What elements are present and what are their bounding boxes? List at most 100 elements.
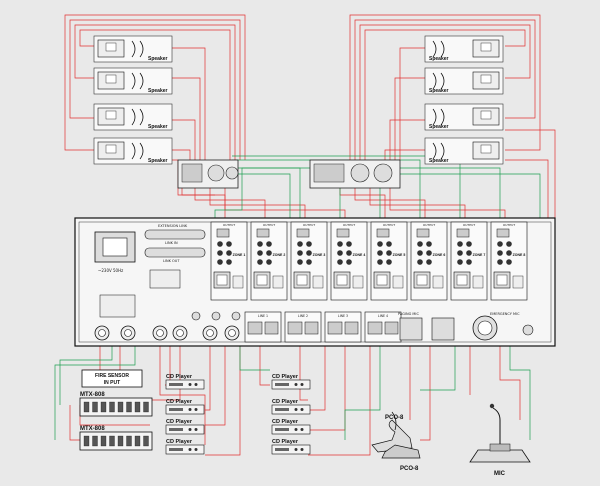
pco-label-2: PCO-8 — [400, 466, 419, 472]
speaker-icon — [432, 40, 445, 58]
speaker-label: Speaker — [148, 158, 168, 164]
mtx-unit-1: MTX-808 — [79, 392, 153, 417]
emergency-label: EMERGENCY MIC — [490, 312, 520, 316]
output-label: OUTPUT — [423, 223, 435, 227]
line-label: LINE 2 — [298, 314, 308, 318]
speaker-label: Speaker — [429, 56, 449, 62]
rca-jack-1 — [94, 325, 110, 341]
cd-player-label: CD Player — [166, 374, 193, 380]
speaker-icon — [131, 142, 144, 160]
speaker-label: Speaker — [148, 124, 168, 130]
speaker-icon — [432, 108, 445, 126]
link-in-label: LINK IN — [165, 241, 178, 245]
speaker-label: Speaker — [429, 124, 449, 130]
rack-unit: ~230V 50Hz EXTENSION LINK LINK IN LINK O… — [74, 217, 556, 347]
amplifier-left — [177, 159, 239, 189]
emergency-module — [431, 317, 455, 341]
zone-module-3: OUTPUT ZONE 3 — [290, 221, 328, 301]
speaker-panel-left-1: Speaker — [93, 35, 173, 63]
output-label: OUTPUT — [383, 223, 395, 227]
zone-label: ZONE 4 — [353, 253, 366, 257]
speaker-panel-right-3: Speaker — [424, 103, 504, 131]
zone-module-7: OUTPUT ZONE 7 — [450, 221, 488, 301]
speaker-icon — [131, 72, 144, 90]
link-in-connector — [144, 229, 206, 240]
fire-sensor-line-2: IN PUT — [104, 380, 120, 386]
zone-module-6: OUTPUT ZONE 6 — [410, 221, 448, 301]
cd-player-label: CD Player — [272, 419, 299, 425]
zone-module-1: OUTPUT ZONE 1 — [210, 221, 248, 301]
speaker-label: Speaker — [429, 88, 449, 94]
cd-player-label: CD Player — [166, 399, 193, 405]
line-label: LINE 1 — [258, 314, 268, 318]
desk-microphone: MIC — [469, 403, 531, 477]
line-label: LINE 4 — [378, 314, 388, 318]
cd-player-label: CD Player — [166, 439, 193, 445]
cd-player-4: CD Player — [165, 439, 205, 455]
output-label: OUTPUT — [263, 223, 275, 227]
line-input-module-1: LINE 1 — [244, 311, 282, 343]
output-label: OUTPUT — [223, 223, 235, 227]
cd-player-6: CD Player — [271, 399, 311, 415]
pco-console-bottom: PCO-8 — [381, 444, 421, 472]
rca-jack-3 — [152, 325, 168, 341]
knob — [211, 311, 221, 321]
knob — [231, 311, 241, 321]
link-out-label: LINK OUT — [163, 259, 180, 263]
speaker-icon — [131, 40, 144, 58]
speaker-panel-left-3: Speaker — [93, 103, 173, 131]
pco-console-top: PCO-8 — [371, 411, 413, 453]
mic-label: MIC — [494, 471, 506, 477]
line-input-module-4: LINE 4 — [364, 311, 402, 343]
speaker-panel-left-2: Speaker — [93, 67, 173, 95]
rca-jack-5 — [202, 325, 218, 341]
knob — [191, 311, 201, 321]
cd-player-3: CD Player — [165, 419, 205, 435]
cd-player-label: CD Player — [272, 374, 299, 380]
zone-label: ZONE 2 — [273, 253, 286, 257]
line-input-module-3: LINE 3 — [324, 311, 362, 343]
cd-player-2: CD Player — [165, 399, 205, 415]
fire-sensor-box: FIRE SENSOR IN PUT — [81, 369, 143, 388]
mains-label: ~230V 50Hz — [98, 268, 123, 273]
rca-jack-4 — [172, 325, 188, 341]
output-label: OUTPUT — [343, 223, 355, 227]
zone-label: ZONE 3 — [313, 253, 326, 257]
output-label: OUTPUT — [463, 223, 475, 227]
speaker-label: Speaker — [148, 56, 168, 62]
line-label: LINE 3 — [338, 314, 348, 318]
cd-player-label: CD Player — [166, 419, 193, 425]
zone-label: ZONE 7 — [473, 253, 486, 257]
zone-label: ZONE 8 — [513, 253, 526, 257]
fire-sensor-line-1: FIRE SENSOR — [95, 373, 129, 379]
pco-label-1: PCO-8 — [385, 415, 404, 421]
output-label: OUTPUT — [303, 223, 315, 227]
cd-player-7: CD Player — [271, 419, 311, 435]
paging-mic-label: PAGING MIC — [398, 312, 419, 316]
cd-player-1: CD Player — [165, 374, 205, 390]
line-input-module-2: LINE 2 — [284, 311, 322, 343]
speaker-panel-right-4: Speaker — [424, 137, 504, 165]
zone-label: ZONE 1 — [233, 253, 246, 257]
mtx-label: MTX-808 — [80, 392, 105, 398]
extension-link-label: EXTENSION LINK — [158, 224, 188, 228]
speaker-icon — [432, 142, 445, 160]
rca-jack-6 — [224, 325, 240, 341]
mtx-unit-2: MTX-808 — [79, 426, 153, 451]
link-out-connector — [144, 247, 206, 258]
speaker-group: SpeakerSpeakerSpeakerSpeakerSpeakerSpeak… — [93, 35, 504, 165]
paging-mic-module — [399, 317, 423, 341]
zone-module-2: OUTPUT ZONE 2 — [250, 221, 288, 301]
cd-player-8: CD Player — [271, 439, 311, 455]
speaker-icon — [432, 72, 445, 90]
speaker-icon — [131, 108, 144, 126]
speaker-panel-left-4: Speaker — [93, 137, 173, 165]
zone-label: ZONE 6 — [433, 253, 446, 257]
cd-player-label: CD Player — [272, 439, 299, 445]
speaker-panel-right-1: Speaker — [424, 35, 504, 63]
amplifier-right — [309, 159, 401, 189]
zone-module-4: OUTPUT ZONE 4 — [330, 221, 368, 301]
